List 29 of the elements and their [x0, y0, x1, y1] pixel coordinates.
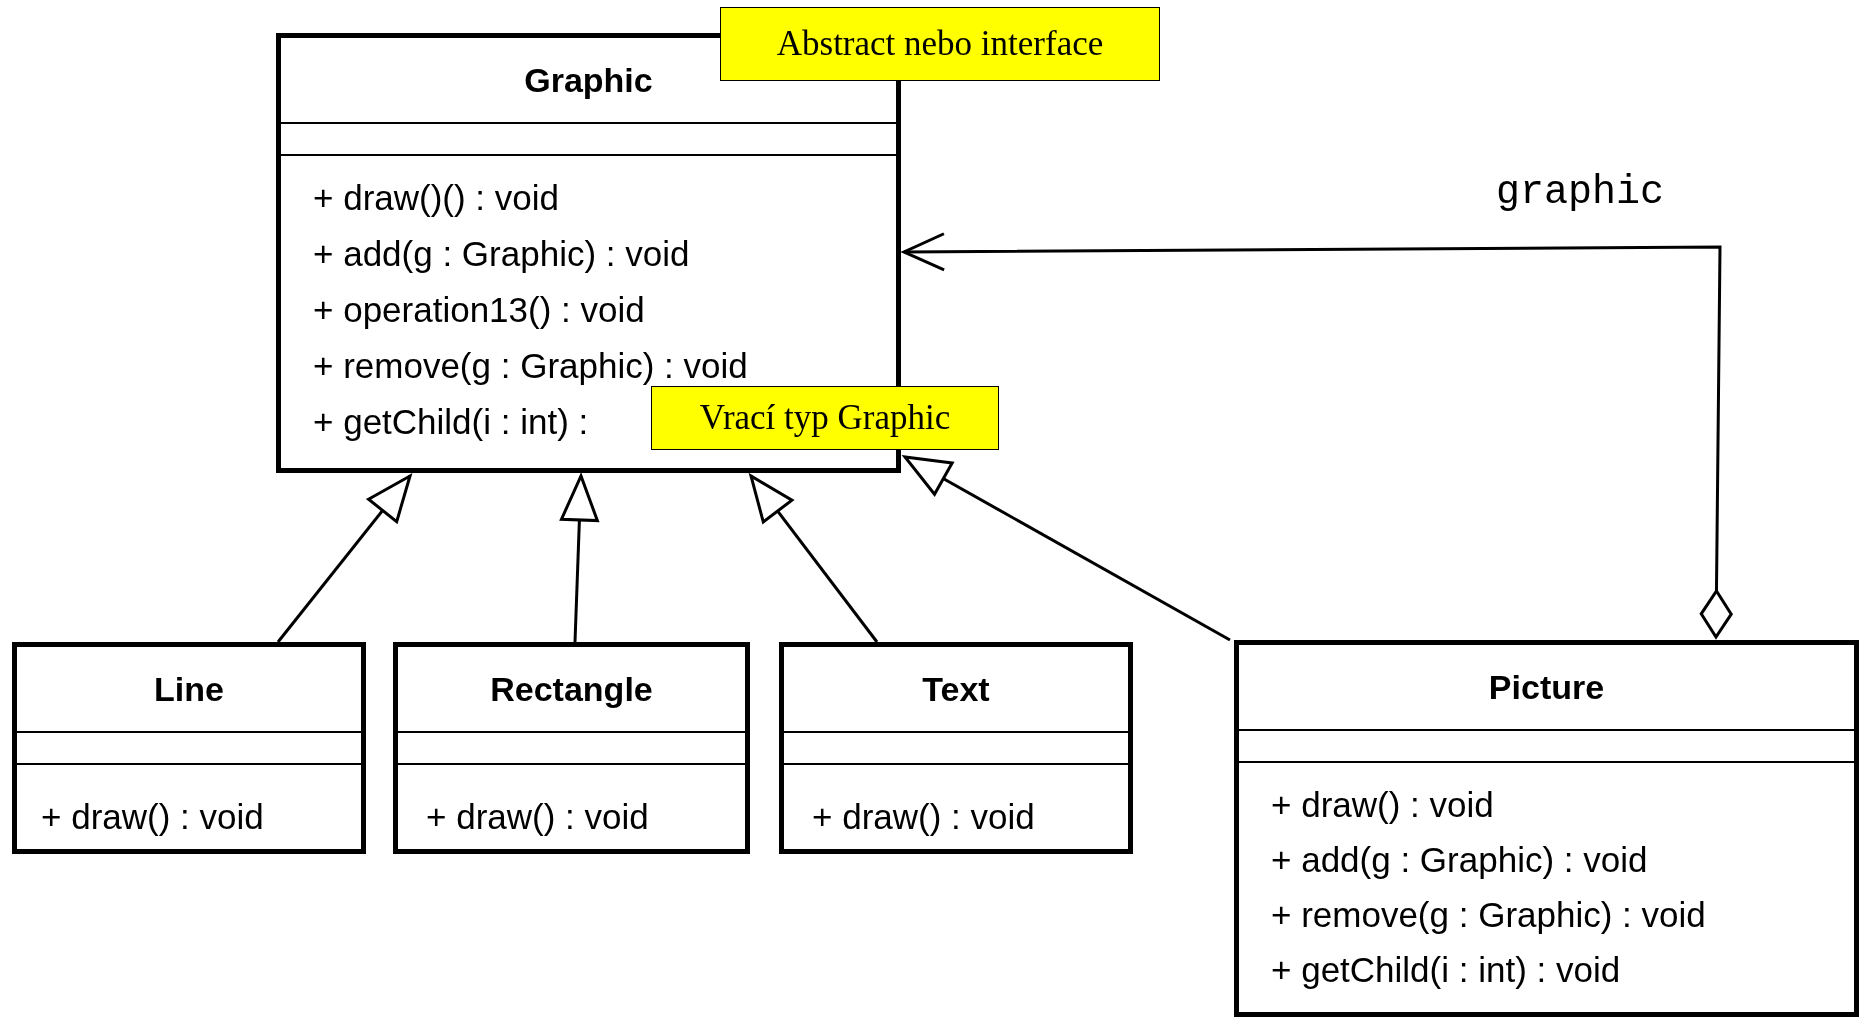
class-name: Text: [922, 669, 990, 709]
edge-label: graphic: [1496, 170, 1665, 215]
method-text: + getChild(i : int) :: [313, 401, 589, 443]
method-text: + remove(g : Graphic) : void: [1271, 894, 1706, 936]
class-name: Line: [154, 669, 224, 709]
inheritance-arrow: [749, 474, 879, 643]
method-text: + getChild(i : int) : void: [1271, 949, 1621, 991]
method-text: + draw() : void: [41, 796, 264, 838]
class-name: Rectangle: [490, 669, 653, 709]
class-name: Graphic: [524, 60, 653, 100]
class-name: Picture: [1488, 667, 1605, 707]
inheritance-arrow: [559, 474, 599, 643]
method-text: + add(g : Graphic) : void: [1271, 839, 1648, 881]
method-text: + remove(g : Graphic) : void: [313, 345, 748, 387]
class-box: [1234, 640, 1859, 1017]
method-text: + draw() : void: [426, 796, 649, 838]
inheritance-arrow: [903, 455, 1231, 642]
note: Vrací typ Graphic: [651, 386, 999, 450]
note: Abstract nebo interface: [720, 7, 1160, 81]
class-box: [393, 642, 750, 854]
class-box: [12, 642, 366, 854]
method-text: + draw() : void: [812, 796, 1035, 838]
method-text: + add(g : Graphic) : void: [313, 233, 690, 275]
class-box: [779, 642, 1133, 854]
inheritance-arrow: [276, 474, 412, 643]
method-text: + draw()() : void: [313, 177, 560, 219]
method-text: + draw() : void: [1271, 784, 1494, 826]
method-text: + operation13() : void: [313, 289, 645, 331]
aggregation-arrow: [902, 232, 1733, 639]
